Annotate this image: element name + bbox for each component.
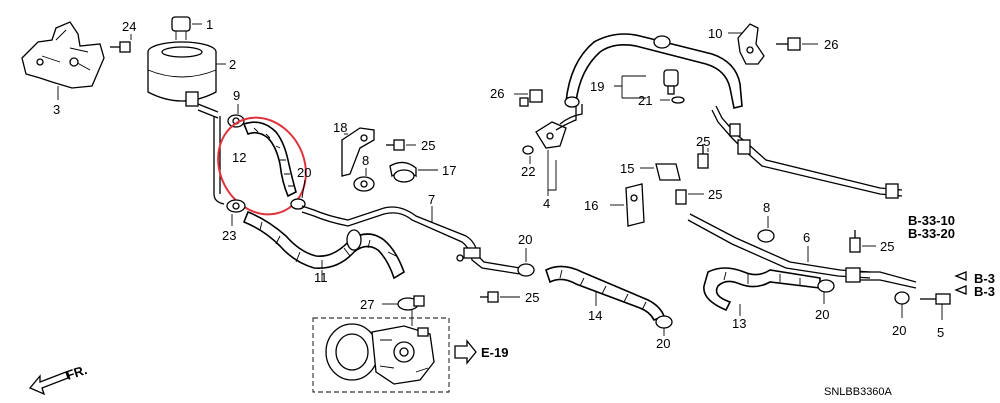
washer-part-21 xyxy=(671,96,685,104)
label-12: 12 xyxy=(232,150,246,165)
label-25c: 25 xyxy=(696,134,710,149)
diagram-code: SNLBB3360A xyxy=(824,386,893,398)
hose-part-14 xyxy=(545,265,666,322)
label-14: 14 xyxy=(588,308,602,323)
label-21: 21 xyxy=(638,93,652,108)
return-line-b3 xyxy=(860,271,967,295)
label-15: 15 xyxy=(620,161,634,176)
ref-b3-top: B-3 xyxy=(974,271,995,286)
ref-arrow-e19 xyxy=(454,339,477,365)
bracket-part-16 xyxy=(625,183,645,227)
bolt-part-25b xyxy=(386,139,405,151)
ref-b3-bottom: B-3 xyxy=(974,284,995,299)
bolt-part-24 xyxy=(110,41,131,53)
label-2: 2 xyxy=(229,57,236,72)
direction-label: FR. xyxy=(64,362,89,383)
label-18: 18 xyxy=(333,120,347,135)
bracket-part-4 xyxy=(535,121,567,149)
bolt-part-26b xyxy=(776,37,801,51)
bolt-part-5 xyxy=(920,293,951,305)
label-20b: 20 xyxy=(518,232,532,247)
label-7: 7 xyxy=(428,192,435,207)
label-5: 5 xyxy=(937,325,944,340)
label-20a: 20 xyxy=(297,165,311,180)
label-6: 6 xyxy=(803,230,810,245)
label-20e: 20 xyxy=(892,323,906,338)
hose-part-11 xyxy=(242,210,405,280)
clamp-part-17 xyxy=(389,161,417,183)
label-26a: 26 xyxy=(490,86,504,101)
label-25e: 25 xyxy=(880,239,894,254)
label-20c: 20 xyxy=(656,336,670,351)
bolt-part-25e xyxy=(849,230,861,253)
label-25d: 25 xyxy=(708,187,722,202)
pipe-part-7 xyxy=(301,205,521,275)
front-direction-arrow xyxy=(28,371,69,396)
label-13: 13 xyxy=(732,316,746,331)
pump-outline-box xyxy=(312,317,450,393)
clamp-part-20e xyxy=(894,291,910,305)
high-pressure-line xyxy=(555,33,743,131)
reservoir-cap-part-1 xyxy=(171,16,191,40)
clamp-part-15 xyxy=(655,163,681,181)
ref-b3320: B-33-20 xyxy=(908,226,955,241)
clamp-part-8a xyxy=(353,176,375,192)
bracket-part-3 xyxy=(21,21,105,89)
label-17: 17 xyxy=(442,163,456,178)
label-9: 9 xyxy=(233,88,240,103)
label-16: 16 xyxy=(584,198,598,213)
fitting-part-22 xyxy=(522,145,534,155)
highlight-ring xyxy=(217,116,307,216)
label-10: 10 xyxy=(708,26,722,41)
label-1: 1 xyxy=(206,17,213,32)
label-27: 27 xyxy=(360,297,374,312)
label-19: 19 xyxy=(590,79,604,94)
clamp-part-20b xyxy=(517,263,535,277)
ref-b3310: B-33-10 xyxy=(908,213,955,228)
bracket-part-10 xyxy=(737,23,765,65)
bracket-part-18 xyxy=(341,127,375,177)
label-20d: 20 xyxy=(815,307,829,322)
bolt-part-26a xyxy=(519,89,543,107)
label-22: 22 xyxy=(521,164,535,179)
label-4: 4 xyxy=(543,196,550,211)
pressure-switch-part-19 xyxy=(663,69,679,95)
return-line-right xyxy=(711,105,903,199)
reservoir-tank-part-2 xyxy=(147,41,219,119)
clamp-part-20a xyxy=(290,198,306,210)
bolt-part-25a xyxy=(480,291,499,303)
bolt-part-25c xyxy=(697,144,709,169)
pump-assembly xyxy=(325,323,435,385)
label-8a: 8 xyxy=(362,153,369,168)
label-23: 23 xyxy=(222,228,236,243)
label-3: 3 xyxy=(53,102,60,117)
label-25a: 25 xyxy=(525,290,539,305)
label-25b: 25 xyxy=(421,138,435,153)
label-8b: 8 xyxy=(763,200,770,215)
clamp-part-20d xyxy=(817,279,835,293)
clamp-part-23 xyxy=(226,199,246,213)
label-26b: 26 xyxy=(824,37,838,52)
hose-part-12 xyxy=(242,121,297,198)
hose-part-13 xyxy=(703,267,821,312)
clamp-part-20c xyxy=(655,315,673,329)
clamp-part-8b xyxy=(757,229,775,243)
bolt-part-27 xyxy=(397,295,425,311)
pipe-part-6 xyxy=(687,213,871,283)
label-11: 11 xyxy=(314,270,328,285)
bolt-part-25d xyxy=(675,189,687,205)
label-24: 24 xyxy=(122,19,136,34)
ref-e19: E-19 xyxy=(481,345,508,360)
